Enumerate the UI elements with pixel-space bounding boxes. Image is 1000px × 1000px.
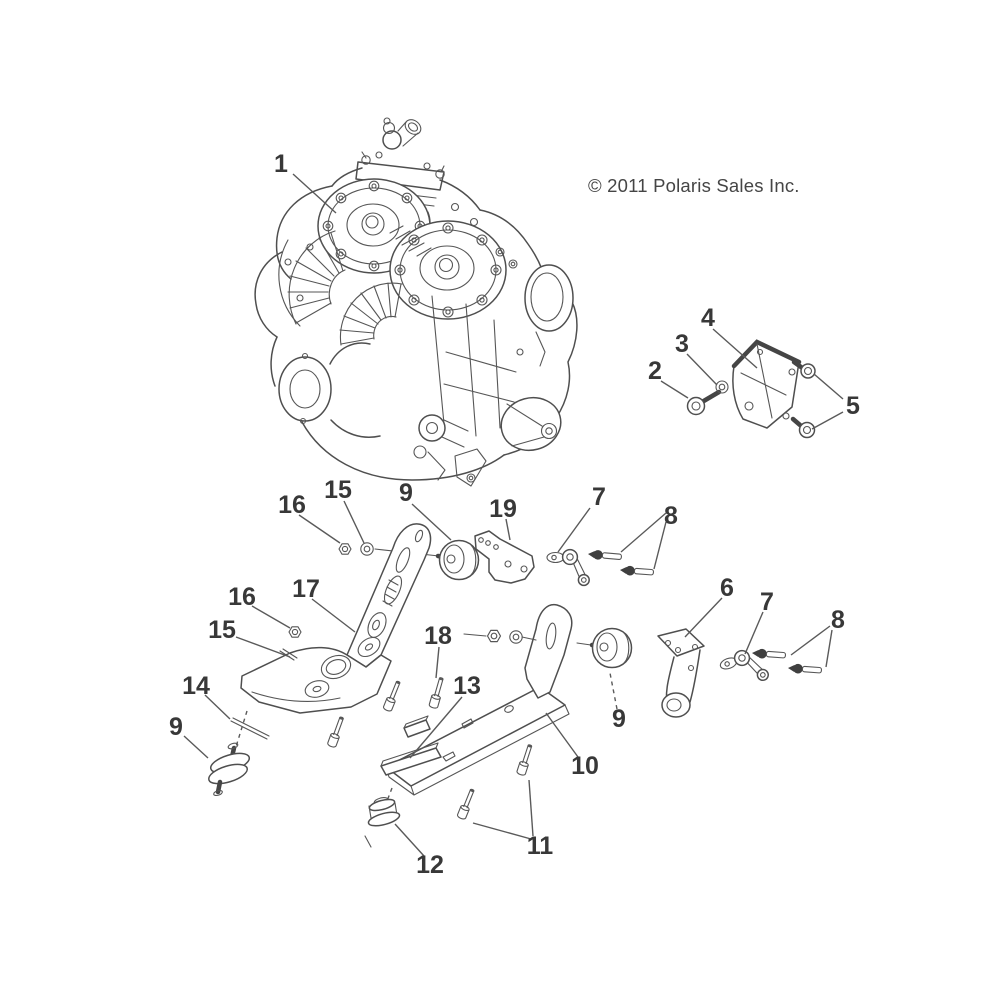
- callout-label-15a: 15: [324, 476, 352, 504]
- leader-line-1: [292, 173, 337, 214]
- callout-label-8a: 8: [664, 502, 678, 530]
- callout-label-7a: 7: [592, 483, 606, 511]
- engine-mount-bracket-17: [240, 523, 432, 714]
- hardware-washer-15a: [360, 542, 374, 556]
- block-ribs: [431, 295, 517, 437]
- callout-label-9c: 9: [169, 713, 183, 741]
- assembly-axis-line: [463, 633, 487, 637]
- assembly-dash-line: [234, 710, 248, 751]
- leader-line-15b: [235, 636, 291, 658]
- leader-line-8a: [653, 521, 667, 570]
- leader-line-8b: [790, 625, 831, 656]
- magneto-housing: [524, 264, 574, 332]
- leader-line-18: [435, 646, 440, 679]
- engine-bolt-dots: [284, 202, 524, 356]
- callout-label-17: 17: [292, 575, 320, 603]
- rubber-mount-9a: [435, 539, 480, 581]
- callout-label-18: 18: [424, 622, 452, 650]
- callout-label-1: 1: [274, 150, 288, 178]
- callout-label-6: 6: [720, 574, 734, 602]
- hardware-flange-washer: [509, 630, 523, 644]
- leader-line-15a: [343, 500, 365, 544]
- callout-label-7b: 7: [760, 588, 774, 616]
- leader-line-7a: [557, 507, 591, 553]
- torque-arm-7a: [546, 548, 590, 587]
- leader-line-16a: [298, 514, 341, 544]
- leader-line-19: [505, 518, 511, 541]
- callout-label-14: 14: [182, 672, 210, 700]
- support-bracket-6: [657, 628, 705, 718]
- leader-line-4: [712, 328, 758, 369]
- drive-drum: [500, 396, 562, 452]
- leader-line-3: [686, 353, 718, 386]
- callout-label-8b: 8: [831, 606, 845, 634]
- leader-line-12: [394, 823, 425, 857]
- callout-label-9b: 9: [612, 705, 626, 733]
- copyright-text: © 2011 Polaris Sales Inc.: [588, 175, 800, 196]
- leader-line-9a: [411, 503, 452, 541]
- callout-label-9a: 9: [399, 479, 413, 507]
- hardware-nut-16a: [338, 543, 352, 555]
- callout-label-13: 13: [453, 672, 481, 700]
- assembly-axis-line: [521, 636, 537, 641]
- callout-label-4: 4: [701, 304, 715, 332]
- callout-label-3: 3: [675, 330, 689, 358]
- engine-assembly-part-1: [254, 117, 578, 487]
- leader-line-11: [528, 779, 534, 837]
- cooling-fan-center: [339, 282, 403, 346]
- mount-plate-19: [474, 530, 535, 584]
- bolt-part-14: [230, 717, 270, 740]
- exhaust-flange: [278, 352, 332, 425]
- assembly-axis-line: [576, 642, 592, 646]
- bracket-part-4: [731, 339, 802, 429]
- callout-label-16b: 16: [228, 583, 256, 611]
- leader-line-8a: [620, 512, 667, 553]
- leader-line-5: [813, 373, 844, 400]
- spacer-plates-13: [380, 715, 442, 776]
- callout-label-16a: 16: [278, 491, 306, 519]
- bolts-8a: [587, 548, 655, 578]
- rubber-mount-9c: [207, 742, 251, 797]
- callout-label-15b: 15: [208, 616, 236, 644]
- callout-label-5: 5: [846, 392, 860, 420]
- intake-stripes: [389, 225, 432, 257]
- leader-line-2: [660, 380, 689, 399]
- hardware-flange-nut: [486, 629, 502, 643]
- bolt-part-2: [686, 389, 722, 416]
- leader-line-5: [811, 411, 844, 430]
- rubber-mount-9b: [589, 627, 633, 669]
- bottom-mount-bracket-10: [385, 603, 573, 796]
- bolt-part-18: [428, 676, 447, 710]
- leader-line-10: [545, 712, 579, 758]
- callout-label-19: 19: [489, 495, 517, 523]
- leader-line-9b: [609, 672, 618, 710]
- callout-label-2: 2: [648, 357, 662, 385]
- callout-label-11: 11: [527, 832, 554, 860]
- leader-line-14: [204, 694, 231, 720]
- hardware-nut-16b: [288, 626, 302, 638]
- callout-label-12: 12: [416, 851, 444, 879]
- callout-label-10: 10: [571, 752, 599, 780]
- leader-line-11: [472, 822, 532, 840]
- leader-line-6: [684, 597, 723, 638]
- washer-part-3: [715, 380, 729, 394]
- starter-detail: [413, 414, 469, 459]
- leader-line-8b: [825, 629, 833, 668]
- upper-mount-bracket-group: [686, 339, 816, 439]
- bolts-part-5: [790, 359, 816, 439]
- leader-lines: [183, 173, 844, 857]
- cooling-fan-left: [287, 230, 346, 325]
- leader-line-17: [311, 598, 356, 633]
- cylinder-head-right: [389, 220, 507, 320]
- rubber-mount-12: [364, 797, 401, 848]
- leader-line-9c: [183, 735, 209, 759]
- leader-line-7b: [744, 611, 764, 655]
- leader-line-13: [409, 696, 463, 759]
- leader-line-16b: [251, 605, 291, 629]
